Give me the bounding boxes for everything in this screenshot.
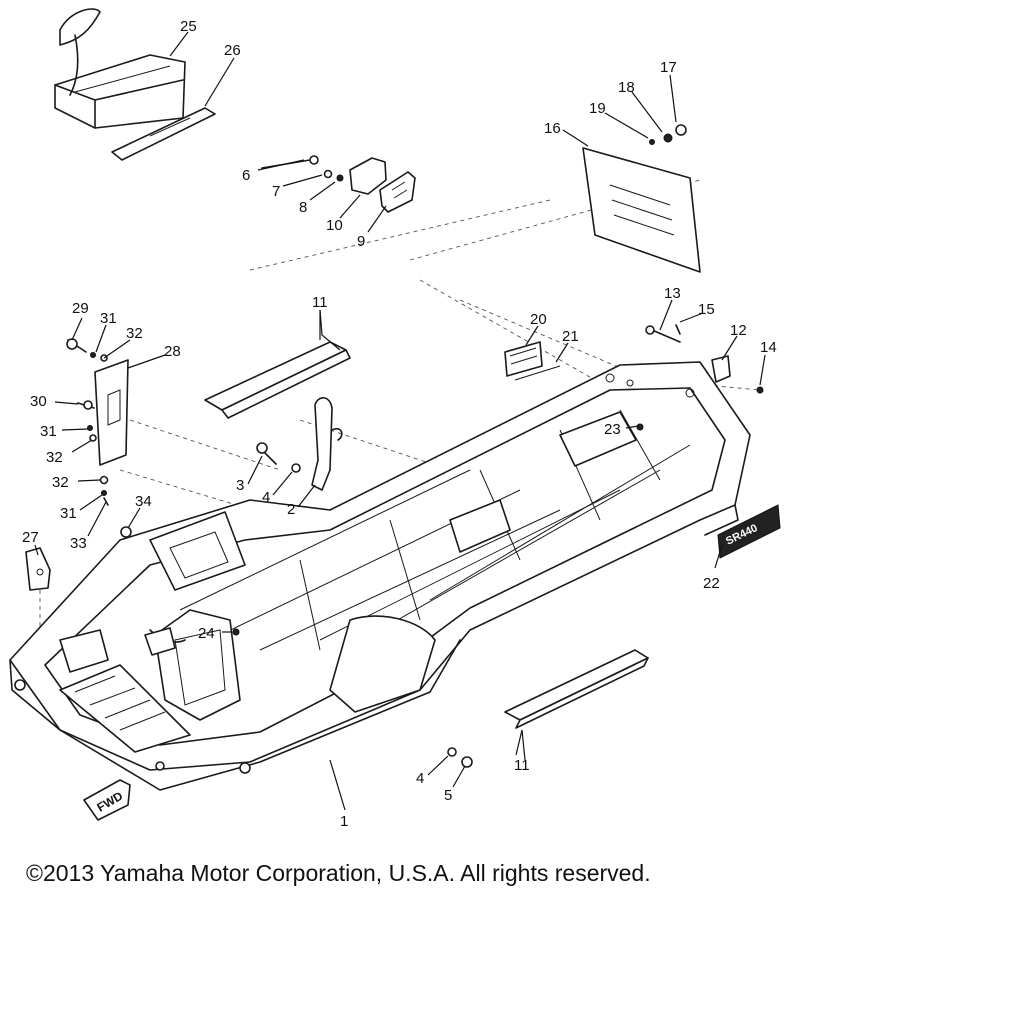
callout-3: 3 xyxy=(236,477,244,494)
rear-flap-part-16 xyxy=(582,124,701,273)
copyright-notice: ©2013 Yamaha Motor Corporation, U.S.A. A… xyxy=(26,860,651,886)
rear-hardware-parts-12-15 xyxy=(645,324,764,394)
callout-32-mid: 32 xyxy=(46,449,63,466)
callout-11-top: 11 xyxy=(312,294,328,311)
callout-26: 26 xyxy=(224,42,241,59)
callout-11-bottom: 11 xyxy=(514,757,530,774)
callout-25: 25 xyxy=(180,18,197,35)
callout-4-lower: 4 xyxy=(416,770,424,787)
model-badge-part-22: SR440 xyxy=(717,504,781,559)
callout-18: 18 xyxy=(618,79,635,96)
callout-22: 22 xyxy=(703,575,720,592)
callout-12: 12 xyxy=(730,322,747,339)
callout-14: 14 xyxy=(760,339,777,356)
callout-17: 17 xyxy=(660,59,677,76)
leader-lines xyxy=(34,31,766,811)
callout-19: 19 xyxy=(589,100,606,117)
stand-parts-2-4 xyxy=(256,397,343,491)
callout-24: 24 xyxy=(198,625,215,642)
callout-7: 7 xyxy=(272,183,280,200)
callout-2: 2 xyxy=(287,501,295,518)
callout-5: 5 xyxy=(444,787,452,804)
runner-strips-part-11 xyxy=(204,341,649,729)
callout-4-upper: 4 xyxy=(262,489,270,506)
bracket-parts-6-10 xyxy=(261,155,416,213)
bolt-parts-4-5 xyxy=(447,747,473,768)
callout-21: 21 xyxy=(562,328,579,345)
callout-30: 30 xyxy=(30,393,47,410)
callout-27: 27 xyxy=(22,529,39,546)
callout-31-low: 31 xyxy=(60,505,77,522)
callout-13: 13 xyxy=(664,285,681,302)
seat-box-part-25 xyxy=(54,8,186,129)
side-bracket-parts-28-33 xyxy=(66,338,132,538)
callout-23: 23 xyxy=(604,421,621,438)
hull-body-part-1 xyxy=(9,361,751,791)
callout-31-top: 31 xyxy=(100,310,117,327)
callout-32-top: 32 xyxy=(126,325,143,342)
decal-parts-20-21 xyxy=(504,341,561,381)
callout-29: 29 xyxy=(72,300,89,317)
callout-numbers: 25 26 6 7 8 10 9 17 18 19 16 11 11 13 15… xyxy=(22,18,777,830)
bracket-part-27 xyxy=(25,547,51,591)
fwd-arrow-icon: FWD xyxy=(83,779,131,821)
callout-20: 20 xyxy=(530,311,547,328)
callout-10: 10 xyxy=(326,217,343,234)
callout-1: 1 xyxy=(340,813,348,830)
callout-34: 34 xyxy=(135,493,152,510)
callout-15: 15 xyxy=(698,301,715,318)
callout-31-mid: 31 xyxy=(40,423,57,440)
callout-8: 8 xyxy=(299,199,307,216)
callout-28: 28 xyxy=(164,343,181,360)
callout-6: 6 xyxy=(242,167,250,184)
callout-9: 9 xyxy=(357,233,365,250)
callout-33: 33 xyxy=(70,535,87,552)
callout-16: 16 xyxy=(544,120,561,137)
strap-part-26 xyxy=(111,107,216,161)
callout-32-low: 32 xyxy=(52,474,69,491)
